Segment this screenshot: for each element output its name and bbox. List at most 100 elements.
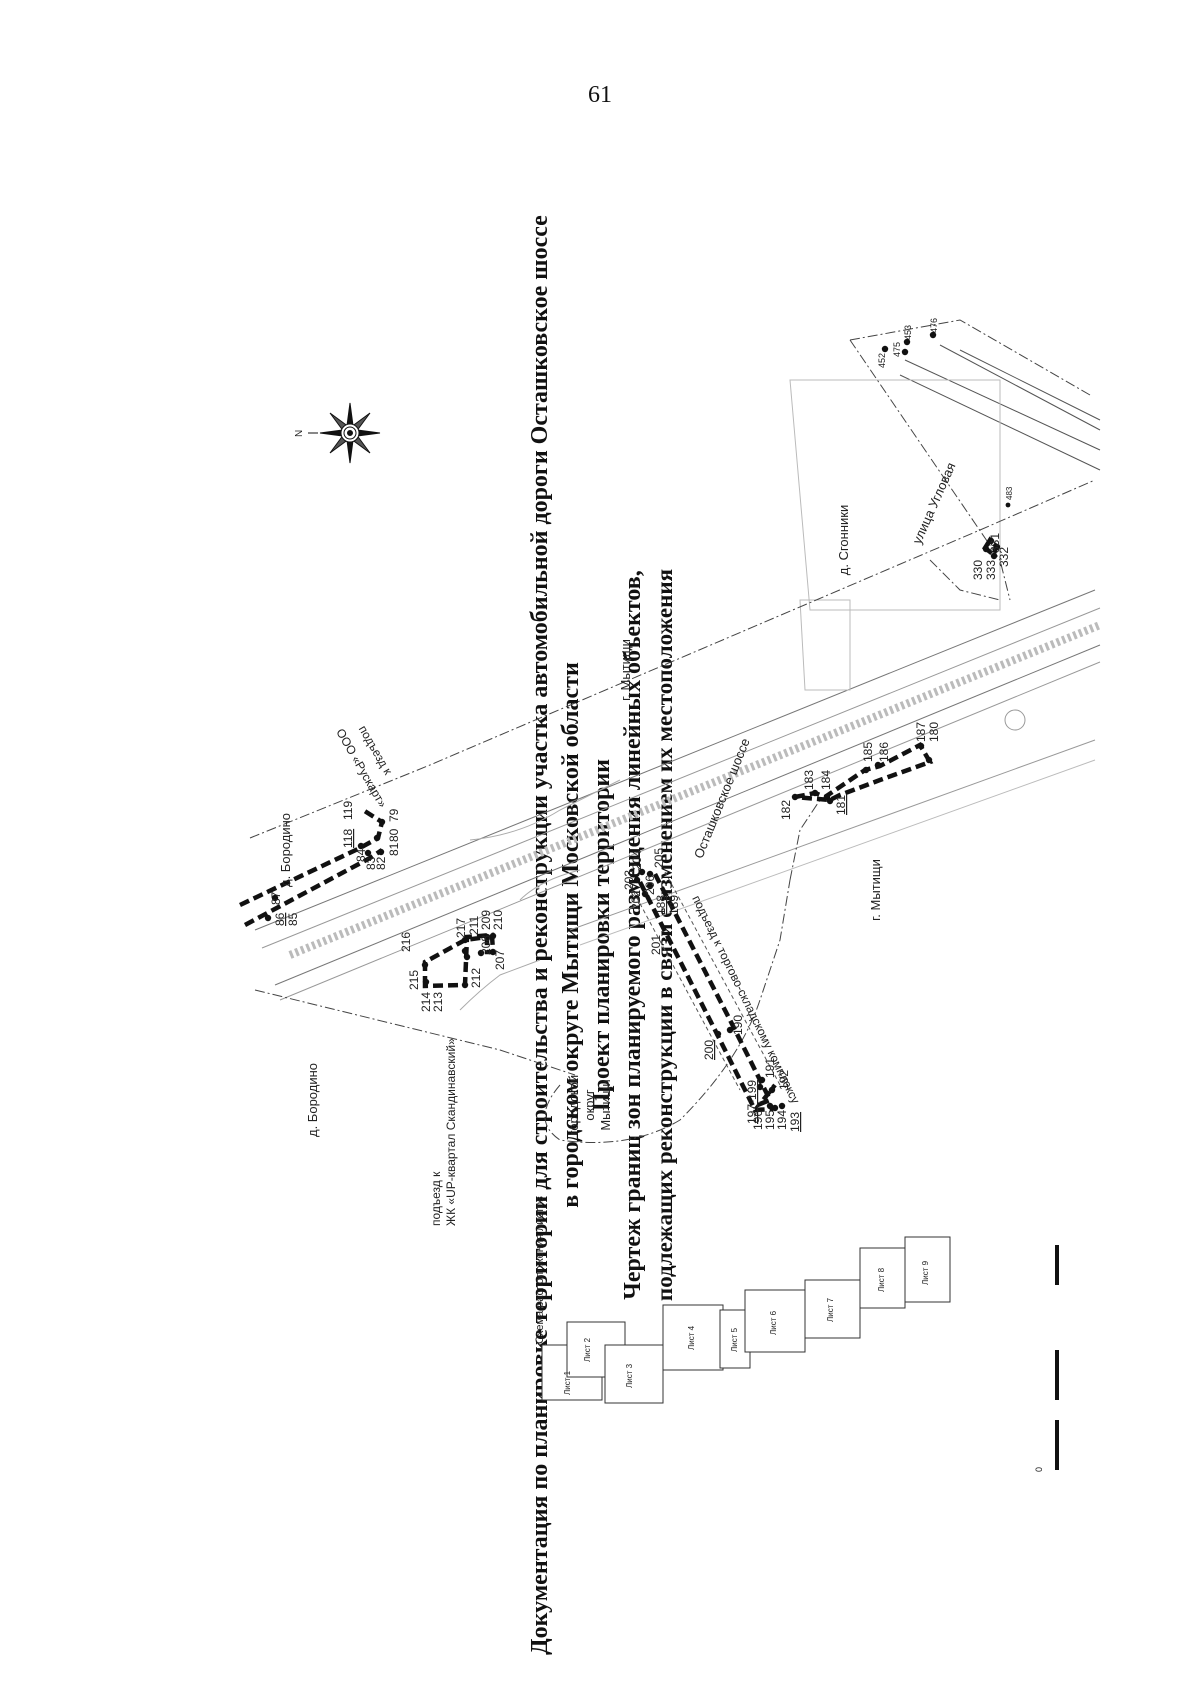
label-point-205: 205 (652, 848, 666, 868)
dot-204 (638, 868, 646, 876)
compass-rose: N (294, 402, 381, 464)
highway-edge-2 (261, 607, 1101, 949)
dot-331 (987, 537, 995, 545)
dot-476 (929, 331, 937, 339)
label-point-214: 214 (419, 992, 433, 1012)
sheet-3-label: Лист 3 (625, 1363, 634, 1388)
annotation-podezd-zhk-1: подъезд к (429, 1171, 443, 1226)
label-point-80: 80 (387, 828, 401, 842)
label-point-84: 84 (354, 848, 368, 862)
label-point-212: 212 (469, 968, 483, 988)
side-road-lower-1 (569, 739, 1096, 931)
label-point-192: 192 (777, 1070, 791, 1090)
dot-205 (646, 870, 654, 878)
label-point-82: 82 (374, 856, 388, 870)
label-point-182: 182 (779, 800, 793, 820)
label-point-202: 202 (629, 890, 643, 910)
dot-180 (925, 756, 933, 764)
label-point-210: 210 (491, 910, 505, 930)
dot-87 (271, 894, 279, 902)
point-labels: 79 80 81 82 83 84 118 119 85 86 87 216 2… (269, 318, 1014, 1132)
dot-211 (463, 953, 471, 961)
label-point-189: 189 (667, 895, 681, 915)
label-point-81: 81 (387, 842, 401, 856)
dot-194 (771, 1104, 779, 1112)
label-point-183: 183 (802, 770, 816, 790)
uglovaya-4 (939, 344, 1101, 431)
dot-82 (377, 848, 385, 856)
sheet-9-box (904, 1236, 951, 1303)
dot-186 (874, 761, 882, 769)
sheet-7-box (804, 1279, 861, 1339)
roundabout (1004, 709, 1026, 731)
label-point-209: 209 (479, 910, 493, 930)
corridor-buffer (629, 871, 781, 1091)
label-point-184: 184 (819, 770, 833, 790)
label-point-216: 216 (399, 932, 413, 952)
label-point-85: 85 (286, 912, 300, 926)
place-gorodskoy-1: городской (566, 1075, 581, 1135)
scale-bar: 0 (1034, 1245, 1059, 1472)
sheet-4-label: Лист 4 (687, 1325, 696, 1350)
dot-80 (373, 834, 381, 842)
label-point-195: 195 (763, 1110, 777, 1130)
dot-483 (1005, 502, 1011, 508)
zone-boundaries (239, 536, 999, 1113)
label-point-215: 215 (407, 970, 421, 990)
compass-north-label: N (294, 430, 305, 437)
sheet-8-label: Лист 8 (877, 1267, 886, 1292)
label-point-211: 211 (467, 916, 481, 935)
label-point-476: 476 (929, 318, 939, 333)
dot-217 (461, 947, 469, 955)
label-point-331: 331 (988, 533, 1002, 553)
label-point-118: 118 (341, 829, 355, 848)
boundary-south (789, 799, 821, 881)
sheet-1-label: Лист 1 (563, 1370, 572, 1395)
annotation-podezd-zhk-2: ЖК «UP-квартал Скандинавский» (444, 1038, 458, 1226)
boundary-mid (254, 989, 576, 1076)
sheet-2-label: Лист 2 (583, 1337, 592, 1362)
label-point-79: 79 (387, 808, 401, 822)
dot-452 (881, 345, 889, 353)
label-point-186: 186 (877, 742, 891, 762)
label-point-203: 203 (622, 870, 636, 890)
dot-188 (641, 890, 649, 898)
label-point-204: 204 (630, 850, 644, 870)
compass-star-icon (319, 402, 381, 464)
dot-183 (811, 789, 819, 797)
dot-83 (364, 849, 372, 857)
dot-185 (862, 766, 870, 774)
annotation-podezd-torg: подъезд к торгово-складскому комплексу (689, 893, 802, 1106)
label-point-180: 180 (927, 722, 941, 742)
dot-182 (791, 793, 799, 801)
dot-79 (378, 818, 386, 826)
dot-86 (264, 914, 272, 922)
place-gorodskoy-3: Мытищи (598, 1079, 613, 1130)
place-gorodskoy-2: округ (582, 1089, 597, 1121)
dot-207 (489, 948, 497, 956)
sheet-scheme-title: Схема расположения листов (534, 1196, 546, 1344)
dot-453 (903, 338, 911, 346)
vertex-dots (264, 331, 1011, 1112)
dot-216 (461, 936, 469, 944)
side-road-lower-2 (579, 759, 1096, 946)
label-point-193: 193 (788, 1112, 802, 1132)
label-point-86: 86 (273, 912, 287, 926)
label-point-207: 207 (493, 950, 507, 970)
label-point-333: 333 (984, 560, 998, 580)
place-mytishchi-bottom: г. Мытищи (868, 859, 883, 921)
label-point-332: 332 (997, 547, 1011, 567)
dot-214 (422, 978, 430, 986)
label-point-185: 185 (861, 742, 875, 762)
dot-212 (461, 981, 469, 989)
label-point-119: 119 (341, 801, 355, 820)
dot-203 (633, 876, 641, 884)
label-point-181: 181 (834, 795, 848, 815)
highway-edge-1 (254, 589, 1096, 931)
label-point-208: 208 (479, 935, 493, 955)
boundary-uglovaya (849, 319, 1091, 396)
place-borodino-top: д. Бородино (278, 813, 293, 887)
label-point-191: 191 (763, 1058, 777, 1078)
boundary-okrug (544, 879, 791, 1143)
